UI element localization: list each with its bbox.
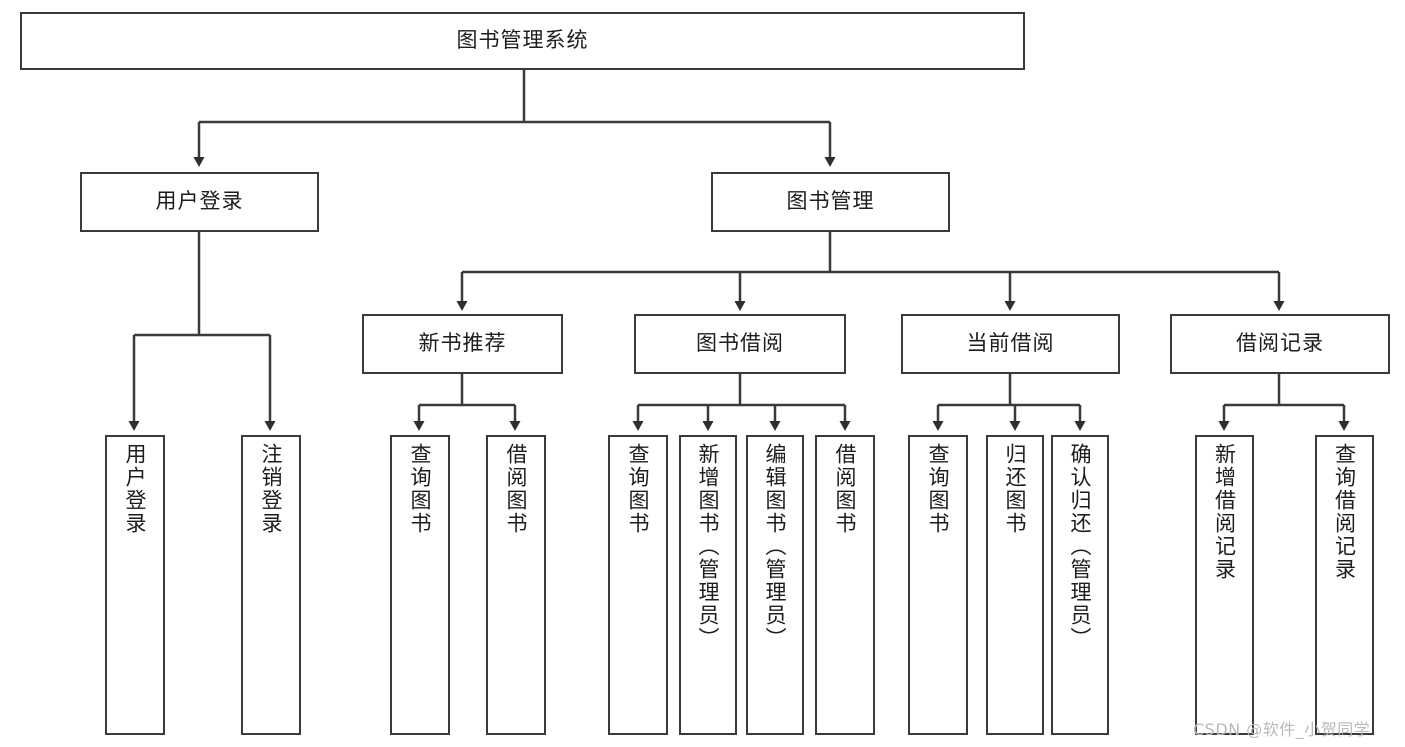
node-borrow-record[interactable]: 借阅记录 <box>1170 314 1390 374</box>
leaf-user-login-logout[interactable]: 注销登录 <box>241 435 301 735</box>
node-current-borrow[interactable]: 当前借阅 <box>901 314 1120 374</box>
node-label: 借阅图书 <box>504 443 529 535</box>
leaf-current-borrow-return-book[interactable]: 归还图书 <box>986 435 1044 735</box>
leaf-borrow-record-query-record[interactable]: 查询借阅记录 <box>1315 435 1374 735</box>
node-label: 新增图书（管理员） <box>696 443 721 650</box>
leaf-user-login-login[interactable]: 用户登录 <box>105 435 165 735</box>
node-label: 用户登录 <box>155 189 244 214</box>
leaf-current-borrow-confirm-return-admin[interactable]: 确认归还（管理员） <box>1051 435 1109 735</box>
node-book-borrow[interactable]: 图书借阅 <box>634 314 846 374</box>
leaf-new-book-borrow-book[interactable]: 借阅图书 <box>486 435 546 735</box>
node-book-management[interactable]: 图书管理 <box>711 172 950 232</box>
node-label: 新书推荐 <box>418 331 507 356</box>
leaf-book-borrow-add-book-admin[interactable]: 新增图书（管理员） <box>679 435 737 735</box>
node-label: 注销登录 <box>259 443 284 535</box>
node-label: 借阅记录 <box>1236 331 1324 356</box>
node-label: 查询借阅记录 <box>1332 443 1357 581</box>
leaf-current-borrow-query-book[interactable]: 查询图书 <box>908 435 968 735</box>
leaf-borrow-record-add-record[interactable]: 新增借阅记录 <box>1195 435 1254 735</box>
node-label: 新增借阅记录 <box>1212 443 1237 581</box>
node-label: 借阅图书 <box>833 443 858 535</box>
leaf-book-borrow-edit-book-admin[interactable]: 编辑图书（管理员） <box>746 435 804 735</box>
watermark-text: CSDN @软件_小贺同学 <box>1193 720 1371 739</box>
node-label: 用户登录 <box>123 443 148 535</box>
node-label: 确认归还（管理员） <box>1068 443 1093 650</box>
node-label: 图书借阅 <box>696 331 784 356</box>
node-label: 归还图书 <box>1003 443 1028 535</box>
node-user-login[interactable]: 用户登录 <box>80 172 319 232</box>
node-label: 查询图书 <box>408 443 433 535</box>
node-root-library-system[interactable]: 图书管理系统 <box>20 12 1025 70</box>
leaf-new-book-query-book[interactable]: 查询图书 <box>390 435 450 735</box>
node-label: 当前借阅 <box>966 331 1055 356</box>
node-label: 图书管理 <box>786 189 875 214</box>
leaf-book-borrow-query-book[interactable]: 查询图书 <box>608 435 668 735</box>
node-label: 查询图书 <box>626 443 651 535</box>
node-label: 查询图书 <box>926 443 951 535</box>
leaf-book-borrow-borrow-book[interactable]: 借阅图书 <box>815 435 875 735</box>
node-new-book-recommend[interactable]: 新书推荐 <box>362 314 563 374</box>
node-label: 编辑图书（管理员） <box>763 443 788 650</box>
node-label: 图书管理系统 <box>456 28 589 53</box>
